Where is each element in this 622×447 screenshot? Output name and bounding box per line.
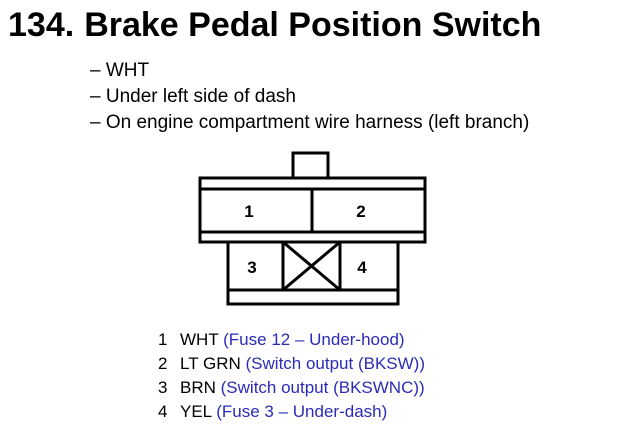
pin-number: 3: [158, 378, 168, 397]
terminal-2-label: 2: [356, 202, 365, 221]
detail-location: – Under left side of dash: [90, 86, 296, 107]
pin-description: (Switch output (BKSWNC)): [220, 378, 425, 397]
terminal-3-label: 3: [247, 258, 256, 277]
wire-color: WHT: [180, 330, 219, 349]
component-number: 134.: [8, 6, 75, 44]
component-name: Brake Pedal Position Switch: [84, 6, 542, 44]
pin-number: 4: [158, 402, 168, 421]
pin-description: (Fuse 3 – Under-dash): [216, 402, 388, 421]
pinout-row: 3 BRN (Switch output (BKSWNC)): [158, 376, 425, 400]
connector-lower-body: [226, 240, 400, 306]
connector-latch: [291, 151, 330, 180]
pinout-row: 4 YEL (Fuse 3 – Under-dash): [158, 400, 425, 424]
pinout-row: 1 WHT (Fuse 12 – Under-hood): [158, 328, 425, 352]
detail-color: – WHT: [90, 60, 150, 81]
component-details: – WHT – Under left side of dash – On eng…: [90, 58, 529, 136]
detail-harness: – On engine compartment wire harness (le…: [90, 112, 530, 133]
pin-number: 2: [158, 354, 168, 373]
terminal-1-label: 1: [244, 202, 253, 221]
page-title: 134.Brake Pedal Position Switch: [8, 4, 541, 46]
pin-description: (Switch output (BKSW)): [245, 354, 426, 373]
terminal-4-label: 4: [357, 258, 367, 277]
wire-color: YEL: [180, 402, 212, 421]
connector-diagram: 1 2 3 4: [198, 151, 427, 306]
blank-cavity-cross: [282, 240, 341, 292]
pinout-list: 1 WHT (Fuse 12 – Under-hood) 2 LT GRN (Swi…: [158, 328, 425, 424]
pin-description: (Fuse 12 – Under-hood): [223, 330, 405, 349]
wire-color: LT GRN: [180, 354, 241, 373]
pin-number: 1: [158, 330, 168, 349]
wire-color: BRN: [180, 378, 216, 397]
pinout-row: 2 LT GRN (Switch output (BKSW)): [158, 352, 425, 376]
